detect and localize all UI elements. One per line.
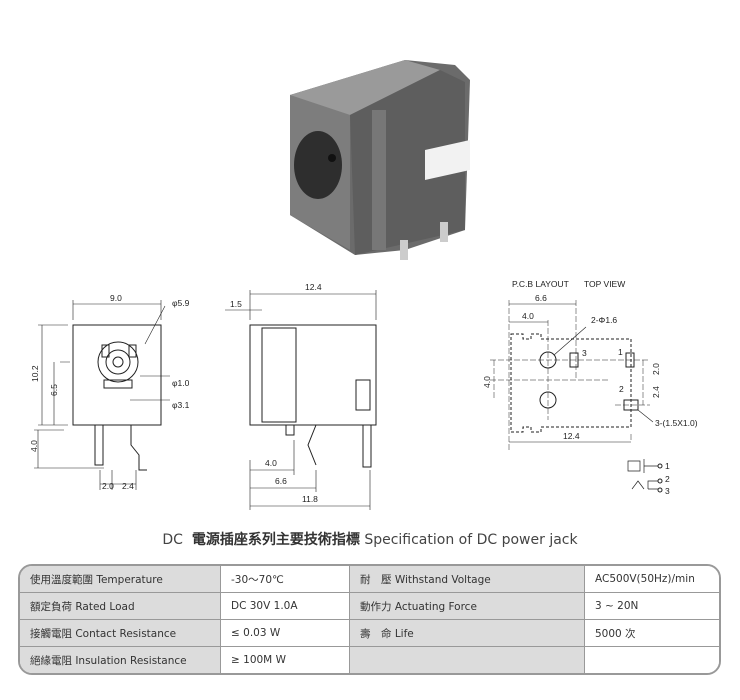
- dim-thick: 1.5: [230, 299, 242, 309]
- pcb-pad2: 2: [619, 384, 624, 394]
- dim-p1: 2.0: [102, 481, 114, 491]
- spec-key: 耐 壓 Withstand Voltage: [349, 566, 584, 593]
- pcb-pad1: 1: [618, 347, 623, 357]
- spec-key: 接觸電阻 Contact Resistance: [20, 620, 220, 647]
- pcb-len: 12.4: [563, 431, 580, 441]
- dim-p2: 2.4: [122, 481, 134, 491]
- schem-pin2: 2: [665, 474, 670, 484]
- spec-table: 使用溫度範圍 Temperature -30～70℃ 耐 壓 Withstand…: [18, 564, 721, 675]
- title-en: Specification of DC power jack: [364, 532, 578, 548]
- pcb-pad3: 3: [582, 348, 587, 358]
- dim-d1: φ5.9: [172, 298, 190, 308]
- dim-leg: 4.0: [29, 440, 39, 452]
- table-row: 額定負荷 Rated Load DC 30V 1.0A 動作力 Actuatin…: [20, 593, 719, 620]
- product-render: [290, 60, 470, 260]
- pcb-title: P.C.B LAYOUT: [512, 279, 569, 289]
- title-cn: 電源插座系列主要技術指標: [191, 532, 360, 548]
- pcb-s1: 2.0: [651, 363, 661, 375]
- spec-key: 絕緣電阻 Insulation Resistance: [20, 647, 220, 673]
- dim-a: 4.0: [265, 458, 277, 468]
- spec-value: 3 ~ 20N: [584, 593, 719, 620]
- side-view-drawing: [225, 290, 377, 510]
- table-row: 接觸電阻 Contact Resistance ≤ 0.03 W 壽 命 Lif…: [20, 620, 719, 647]
- spec-value: [584, 647, 719, 673]
- pcb-layout-drawing: [490, 300, 663, 493]
- spec-value: ≥ 100M W: [220, 647, 349, 673]
- pcb-w2: 4.0: [522, 311, 534, 321]
- dim-b: 6.6: [275, 476, 287, 486]
- dim-width: 9.0: [110, 293, 122, 303]
- spec-value: ≤ 0.03 W: [220, 620, 349, 647]
- dim-height2: 6.5: [49, 384, 59, 396]
- spec-key: 使用溫度範圍 Temperature: [20, 566, 220, 593]
- pcb-pads: 3-(1.5X1.0): [655, 418, 698, 428]
- spec-key: 壽 命 Life: [349, 620, 584, 647]
- table-row: 絕緣電阻 Insulation Resistance ≥ 100M W: [20, 647, 719, 673]
- pcb-h: 4.0: [482, 376, 492, 388]
- dim-c: 11.8: [302, 494, 318, 504]
- pcb-s2: 2.4: [651, 386, 661, 398]
- table-row: 使用溫度範圍 Temperature -30～70℃ 耐 壓 Withstand…: [20, 566, 719, 593]
- spec-value: -30～70℃: [220, 566, 349, 593]
- pcb-w1: 6.6: [535, 293, 547, 303]
- pcb-holes: 2-Φ1.6: [591, 315, 617, 325]
- schem-pin3: 3: [665, 486, 670, 496]
- schem-pin1: 1: [665, 461, 670, 471]
- dim-d3: φ3.1: [172, 400, 190, 410]
- technical-drawings: 9.0 φ5.9 φ1.0 φ3.1 10.2 6.5 4.0 2.0 2.4 …: [29, 60, 698, 510]
- spec-value: 5000 次: [584, 620, 719, 647]
- dim-d2: φ1.0: [172, 378, 190, 388]
- spec-value: DC 30V 1.0A: [220, 593, 349, 620]
- spec-value: AC500V(50Hz)/min: [584, 566, 719, 593]
- spec-key: 動作力 Actuating Force: [349, 593, 584, 620]
- title-prefix: DC: [162, 532, 183, 548]
- spec-key: 額定負荷 Rated Load: [20, 593, 220, 620]
- dim-length: 12.4: [305, 282, 322, 292]
- pcb-view: TOP VIEW: [584, 279, 625, 289]
- front-view-drawing: [34, 300, 170, 490]
- dim-height: 10.2: [30, 365, 40, 382]
- spec-key: [349, 647, 584, 673]
- spec-title: DC 電源插座系列主要技術指標 Specification of DC powe…: [0, 529, 740, 549]
